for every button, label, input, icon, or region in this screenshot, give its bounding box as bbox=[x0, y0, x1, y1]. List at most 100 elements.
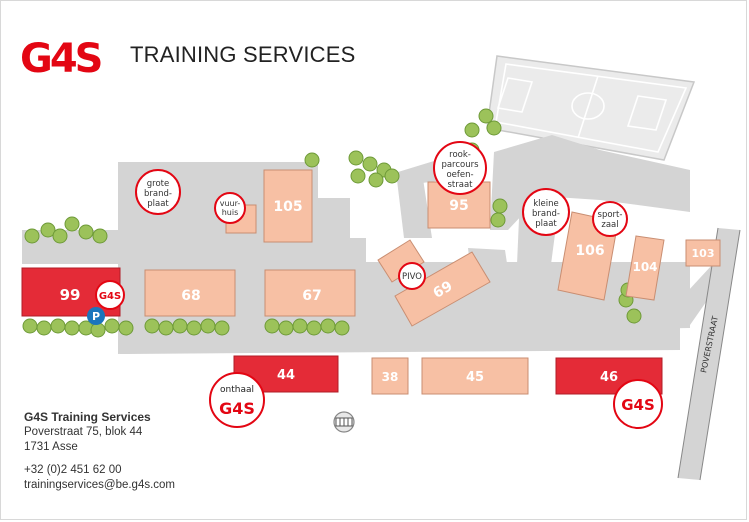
building-104-label: 104 bbox=[632, 260, 657, 274]
tree bbox=[626, 308, 642, 324]
tree bbox=[278, 320, 294, 336]
tree bbox=[40, 222, 56, 238]
svg-text:G4S: G4S bbox=[20, 36, 101, 80]
svg-text:P: P bbox=[92, 310, 100, 323]
tree bbox=[104, 318, 120, 334]
svg-text:onthaal: onthaal bbox=[220, 385, 254, 395]
tree bbox=[478, 108, 494, 124]
trees bbox=[22, 108, 642, 338]
g4s-logo: G4S bbox=[20, 36, 104, 80]
tree bbox=[490, 212, 506, 228]
building-103 bbox=[685, 239, 721, 267]
tree bbox=[36, 320, 52, 336]
building-44-label: 44 bbox=[277, 368, 295, 383]
svg-text:G4S: G4S bbox=[621, 396, 655, 414]
tree bbox=[200, 318, 216, 334]
building-38-label: 38 bbox=[382, 370, 399, 384]
svg-text:G4S: G4S bbox=[219, 399, 255, 418]
tree bbox=[24, 228, 40, 244]
g4s-marker-99: G4S bbox=[95, 280, 125, 310]
label-kleine-brandplaat: kleine brand- plaat bbox=[522, 188, 570, 236]
building-67-label: 67 bbox=[302, 288, 321, 304]
tree bbox=[214, 320, 230, 336]
tree bbox=[50, 318, 66, 334]
tree bbox=[172, 318, 188, 334]
tree bbox=[64, 216, 80, 232]
building-68 bbox=[144, 269, 236, 317]
building-pivo bbox=[377, 239, 425, 283]
building-99-label: 99 bbox=[60, 286, 81, 304]
football-field bbox=[486, 55, 696, 161]
svg-text:rook-: rook- bbox=[449, 150, 471, 160]
svg-text:grote: grote bbox=[147, 179, 169, 189]
g4s-marker-46: G4S bbox=[613, 379, 663, 429]
tree bbox=[348, 150, 364, 166]
address-city: 1731 Asse bbox=[24, 441, 78, 453]
tree bbox=[22, 318, 38, 334]
building-69 bbox=[394, 251, 491, 327]
building-104 bbox=[625, 235, 665, 301]
building-95-label: 95 bbox=[449, 198, 468, 214]
tree bbox=[464, 122, 480, 138]
address-email[interactable]: trainingservices@be.g4s.com bbox=[24, 479, 176, 491]
svg-text:kleine: kleine bbox=[533, 199, 559, 209]
building-103-label: 103 bbox=[692, 247, 715, 260]
tree bbox=[384, 168, 400, 184]
tree bbox=[144, 318, 160, 334]
page-title: TRAINING SERVICES bbox=[130, 42, 356, 67]
tree bbox=[118, 320, 134, 336]
label-sportzaal: sport- zaal bbox=[592, 201, 628, 237]
tree bbox=[334, 320, 350, 336]
svg-text:plaat: plaat bbox=[147, 199, 169, 209]
tree bbox=[158, 320, 174, 336]
tree bbox=[90, 322, 106, 338]
address-street: Poverstraat 75, blok 44 bbox=[24, 426, 143, 438]
svg-text:brand-: brand- bbox=[532, 209, 560, 219]
tree bbox=[492, 198, 508, 214]
circle-labels: grote brand- plaat vuur- huis rook- parc… bbox=[135, 141, 628, 290]
address-org: G4S Training Services bbox=[24, 410, 151, 424]
building-67 bbox=[264, 269, 356, 317]
tree bbox=[264, 318, 280, 334]
svg-text:huis: huis bbox=[222, 208, 239, 217]
g4s-marker-onthaal: onthaal G4S bbox=[209, 372, 265, 428]
address-phone[interactable]: +32 (0)2 451 62 00 bbox=[24, 464, 122, 476]
building-46-label: 46 bbox=[600, 370, 618, 385]
svg-text:brand-: brand- bbox=[144, 189, 172, 199]
building-45-label: 45 bbox=[466, 370, 484, 385]
building-38 bbox=[371, 357, 409, 395]
parking-icon: P bbox=[87, 307, 105, 325]
tree bbox=[320, 318, 336, 334]
label-vuurhuis: vuur- huis bbox=[214, 192, 246, 224]
tree bbox=[304, 152, 320, 168]
poverstraat-street bbox=[677, 227, 741, 481]
svg-text:PIVO: PIVO bbox=[402, 272, 422, 282]
label-pivo: PIVO bbox=[398, 262, 426, 290]
tree bbox=[52, 228, 68, 244]
tree bbox=[92, 228, 108, 244]
tree bbox=[186, 320, 202, 336]
building-105-label: 105 bbox=[273, 199, 302, 215]
address-block: G4S Training Services Poverstraat 75, bl… bbox=[24, 410, 175, 493]
svg-text:vuur-: vuur- bbox=[220, 199, 241, 208]
tree bbox=[350, 168, 366, 184]
label-rookparcours: rook- parcours oefen- straat bbox=[433, 141, 487, 195]
tree bbox=[486, 120, 502, 136]
building-105 bbox=[263, 169, 313, 243]
svg-text:sport-: sport- bbox=[598, 210, 623, 220]
svg-text:G4S: G4S bbox=[99, 291, 121, 302]
svg-text:parcours: parcours bbox=[441, 160, 479, 170]
tree bbox=[64, 320, 80, 336]
gate-icon bbox=[333, 411, 355, 433]
svg-text:oefen-: oefen- bbox=[446, 170, 473, 180]
svg-text:straat: straat bbox=[447, 180, 473, 190]
building-45 bbox=[421, 357, 529, 395]
svg-text:zaal: zaal bbox=[601, 220, 618, 230]
tree bbox=[362, 156, 378, 172]
building-106-label: 106 bbox=[575, 243, 604, 259]
building-68-label: 68 bbox=[181, 288, 200, 304]
label-grote-brandplaat: grote brand- plaat bbox=[135, 169, 181, 215]
building-numbers: 99 68 67 105 95 106 104 103 69 44 38 45 … bbox=[60, 198, 715, 385]
